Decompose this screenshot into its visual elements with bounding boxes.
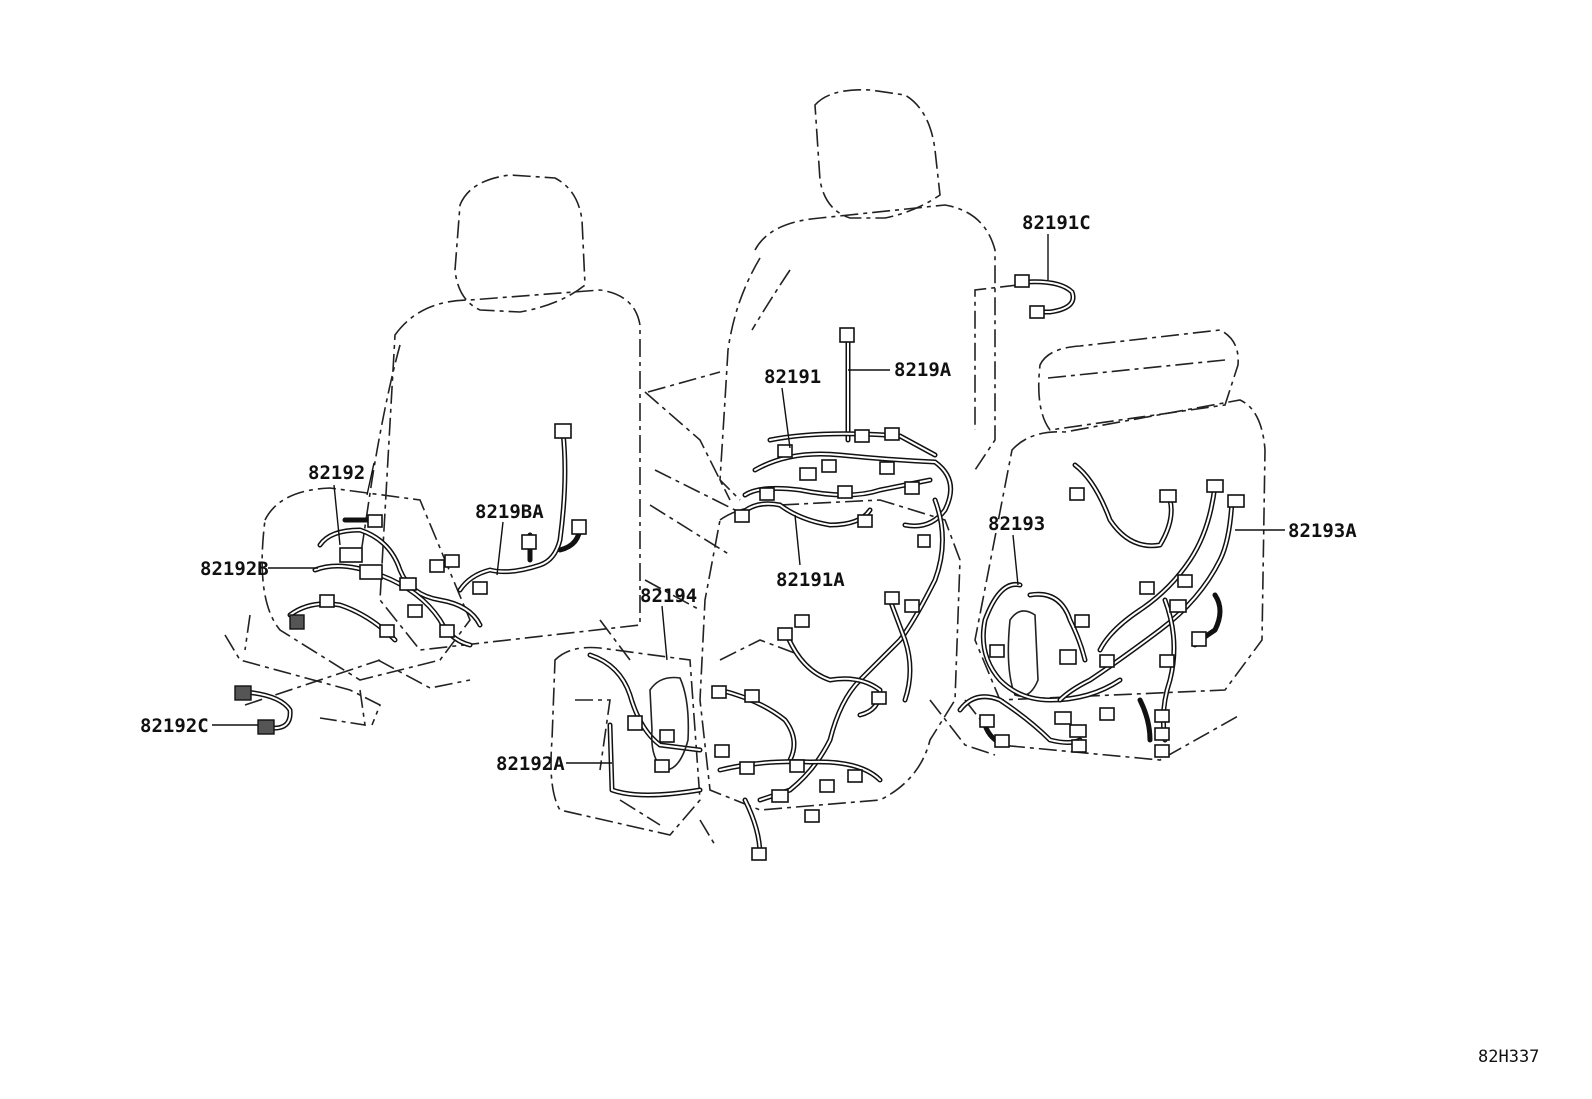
label-82191a: 82191A [776,569,845,591]
harness-82192 [287,514,483,648]
label-82192a: 82192A [496,753,565,775]
label-82193: 82193 [988,513,1045,535]
harness-82194 [587,652,703,798]
label-82192: 82192 [308,462,365,484]
harness-82193a [1057,462,1245,758]
label-82192c: 82192C [140,715,209,737]
harness-82191c [1014,274,1076,319]
guide-line-82191c [974,284,1019,430]
harness-82193 [957,581,1123,753]
harness-82192c [234,685,293,735]
harness-82191 [734,427,954,548]
label-82193a: 82193A [1288,520,1357,542]
leader-lines [212,234,1285,764]
harness-8219ba [457,423,587,595]
diagram-ref-code: 82H337 [1478,1047,1539,1067]
label-82192b: 82192B [200,558,269,580]
label-8219a: 8219A [894,359,952,381]
front-center-seat-outline [550,499,961,846]
center-seat-outline [599,88,996,661]
label-82191c: 82191C [1022,212,1091,234]
left-seat-outline [224,174,641,726]
harness-8219a [839,327,855,443]
harness-82191a [711,497,945,861]
label-82194: 82194 [640,585,697,607]
label-82191: 82191 [764,366,821,388]
label-8219ba: 8219BA [475,501,544,523]
